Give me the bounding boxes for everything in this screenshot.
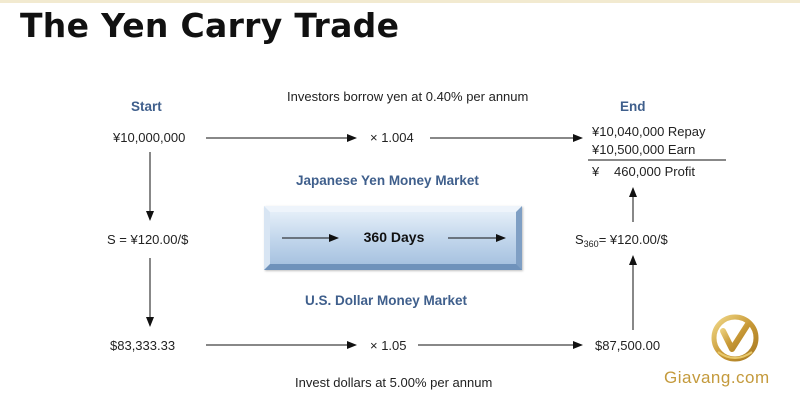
end-label: End <box>620 99 646 114</box>
forward-rate: S360= ¥120.00/$ <box>575 232 668 252</box>
start-amount: ¥10,000,000 <box>113 130 186 145</box>
end-profit: 460,000 Profit <box>614 164 695 179</box>
usd-end-amount: $87,500.00 <box>595 338 661 353</box>
end-earn: ¥10,500,000 Earn <box>592 142 696 157</box>
forward-rate-subscript: 360 <box>583 239 599 249</box>
forward-rate-prefix: S <box>575 232 584 247</box>
bottom-note: Invest dollars at 5.00% per annum <box>295 375 493 390</box>
top-multiplier: × 1.004 <box>370 130 414 145</box>
forward-rate-suffix: = ¥120.00/$ <box>598 232 668 247</box>
usd-market-label: U.S. Dollar Money Market <box>305 293 468 308</box>
bottom-multiplier: × 1.05 <box>370 338 407 353</box>
end-repay: ¥10,040,000 Repay <box>592 124 706 139</box>
top-accent-line <box>0 0 800 3</box>
giavang-logo-icon <box>711 314 759 362</box>
usd-amount: $83,333.33 <box>110 338 176 353</box>
yen-market-label: Japanese Yen Money Market <box>296 173 479 188</box>
top-note: Investors borrow yen at 0.40% per annum <box>287 89 529 104</box>
watermark-text: Giavang.com <box>664 368 770 387</box>
days-label: 360 Days <box>363 229 425 245</box>
spot-rate: S = ¥120.00/$ <box>107 232 189 247</box>
start-label: Start <box>131 99 162 114</box>
end-profit-symbol: ¥ <box>592 164 600 179</box>
page-title: The Yen Carry Trade <box>20 6 400 45</box>
days-box <box>264 206 522 270</box>
